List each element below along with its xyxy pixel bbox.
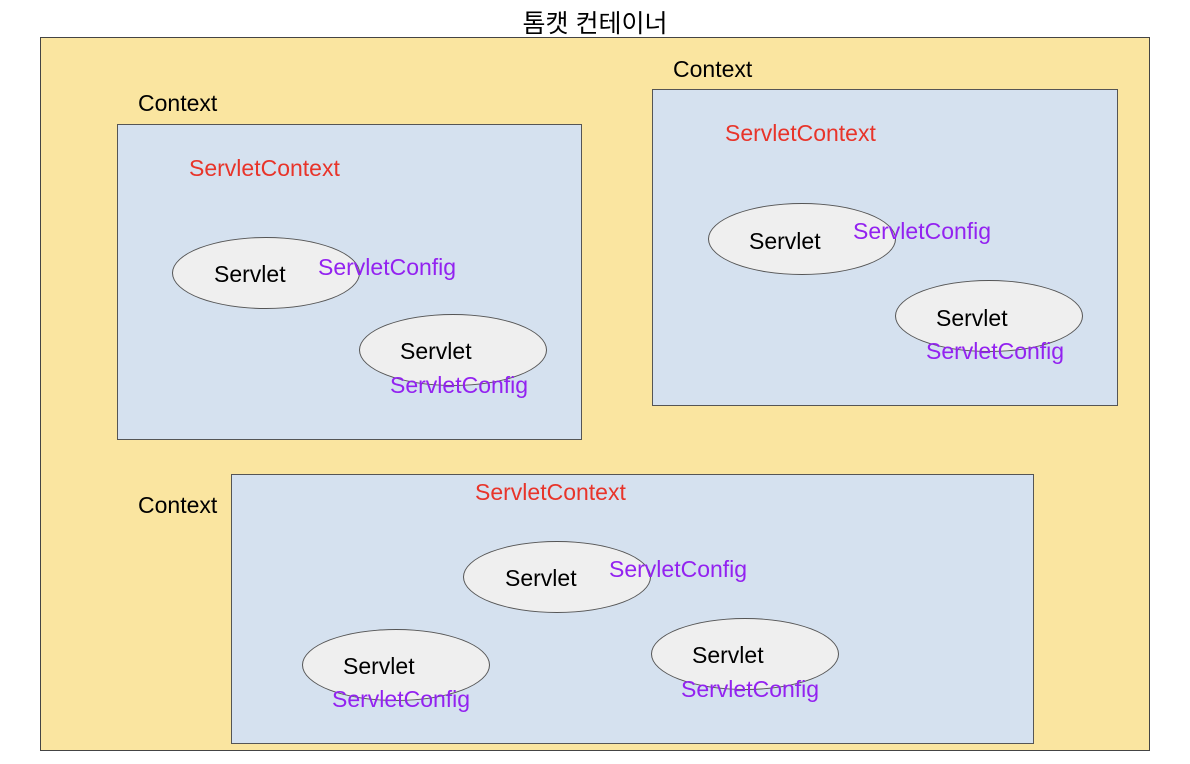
context-label: Context [138, 90, 218, 116]
servlet-node [651, 618, 839, 690]
servlet-config-label: ServletConfig [681, 676, 820, 702]
servlet-config-label: ServletConfig [926, 338, 1065, 364]
servlet-node [359, 314, 547, 386]
servlet-label: Servlet [214, 261, 286, 287]
servlet-label: Servlet [400, 338, 472, 364]
servlet-config-label: ServletConfig [609, 556, 748, 582]
context-label: Context [673, 56, 753, 82]
context-label: Context [138, 492, 218, 518]
servlet-label: Servlet [936, 305, 1008, 331]
servlet-context-label: ServletContext [725, 120, 876, 146]
servlet-node [463, 541, 651, 613]
servlet-label: Servlet [505, 565, 577, 591]
servlet-context-label: ServletContext [189, 155, 340, 181]
container-title: 톰캣 컨테이너 [522, 10, 668, 38]
servlet-config-label: ServletConfig [332, 686, 471, 712]
servlet-node [708, 203, 896, 275]
servlet-label: Servlet [692, 642, 764, 668]
servlet-node [302, 629, 490, 701]
servlet-config-label: ServletConfig [318, 254, 457, 280]
servlet-label: Servlet [749, 228, 821, 254]
servlet-label: Servlet [343, 653, 415, 679]
servlet-config-label: ServletConfig [853, 218, 992, 244]
servlet-context-label: ServletContext [475, 479, 626, 505]
servlet-config-label: ServletConfig [390, 372, 529, 398]
servlet-node [895, 280, 1083, 352]
servlet-node [172, 237, 360, 309]
